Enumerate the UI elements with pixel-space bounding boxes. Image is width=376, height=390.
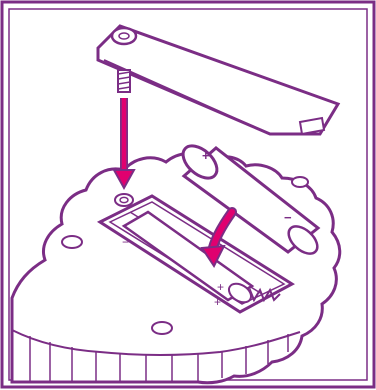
screw-hole (115, 194, 133, 206)
hole-top-right (292, 177, 308, 187)
battery-cover (98, 26, 338, 134)
hole-bottom (152, 322, 172, 334)
lower-battery-plus-mark: + (217, 280, 224, 294)
tray-minus-mark: − (122, 235, 129, 249)
upper-battery-minus-mark: − (284, 210, 292, 225)
tray-plus-mark: + (214, 295, 221, 309)
screw-icon (118, 70, 130, 92)
hole-left (62, 236, 82, 248)
upper-battery-plus-mark: + (202, 148, 210, 163)
